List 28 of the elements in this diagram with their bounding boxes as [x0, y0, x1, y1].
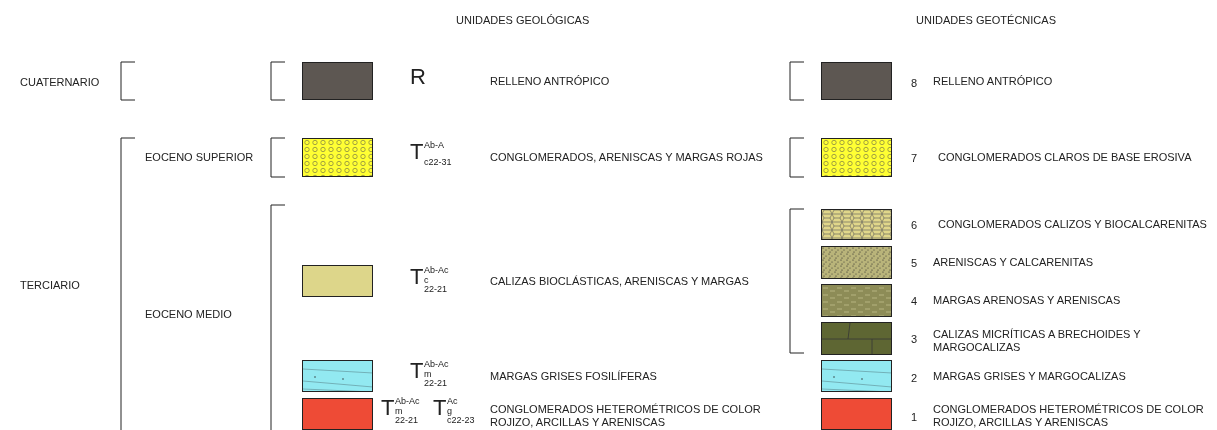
legend-text: CONGLOMERADOS HETEROMÉTRICOS DE COLOR ROJIZO, ARCILLAS Y ARENISCAS [933, 403, 1205, 429]
legend-text: MARGAS ARENOSAS Y ARENISCAS [933, 294, 1121, 307]
legend-text: CONGLOMERADOS, ARENISCAS Y MARGAS ROJAS [490, 151, 763, 164]
heading: UNIDADES GEOTÉCNICAS [916, 14, 1056, 26]
formation-symbol: R [410, 66, 426, 91]
period-label: CUATERNARIO [20, 76, 100, 88]
legend-text: CONGLOMERADOS CLAROS DE BASE EROSIVA [938, 151, 1192, 164]
period-label: TERCIARIO [20, 279, 80, 291]
legend-text: CALIZAS MICRÍTICAS A BRECHOIDES Y MARGOCALIZAS [933, 327, 1142, 354]
unit-number: 3 [911, 333, 918, 345]
unit-number: 5 [911, 257, 918, 269]
legend-text: CONGLOMERADOS CALIZOS Y BIOCALCARENITAS [938, 218, 1207, 231]
legend-text: MARGAS GRISES Y MARGOCALIZAS [933, 369, 1126, 383]
heading: UNIDADES GEOLÓGICAS [456, 14, 590, 26]
epoch-label: EOCENO SUPERIOR [145, 151, 254, 163]
unit-number: 2 [911, 372, 918, 384]
legend-text: CALIZAS BIOCLÁSTICAS, ARENISCAS Y MARGAS [490, 274, 749, 288]
legend-text: ARENISCAS Y CALCARENITAS [933, 256, 1094, 269]
unit-number: 7 [911, 152, 918, 164]
unit-number: 1 [911, 411, 918, 423]
unit-number: 6 [911, 219, 918, 231]
epoch-label: EOCENO MEDIO [145, 308, 232, 320]
legend-text: MARGAS GRISES FOSILÍFERAS [490, 369, 657, 383]
legend-text: RELLENO ANTRÓPICO [933, 74, 1053, 88]
unit-number: 8 [911, 77, 918, 89]
legend-text: CONGLOMERADOS HETEROMÉTRICOS DE COLOR ROJIZO, ARCILLAS Y ARENISCAS [490, 403, 762, 429]
unit-number: 4 [911, 295, 918, 307]
legend-text: RELLENO ANTRÓPICO [490, 74, 610, 88]
